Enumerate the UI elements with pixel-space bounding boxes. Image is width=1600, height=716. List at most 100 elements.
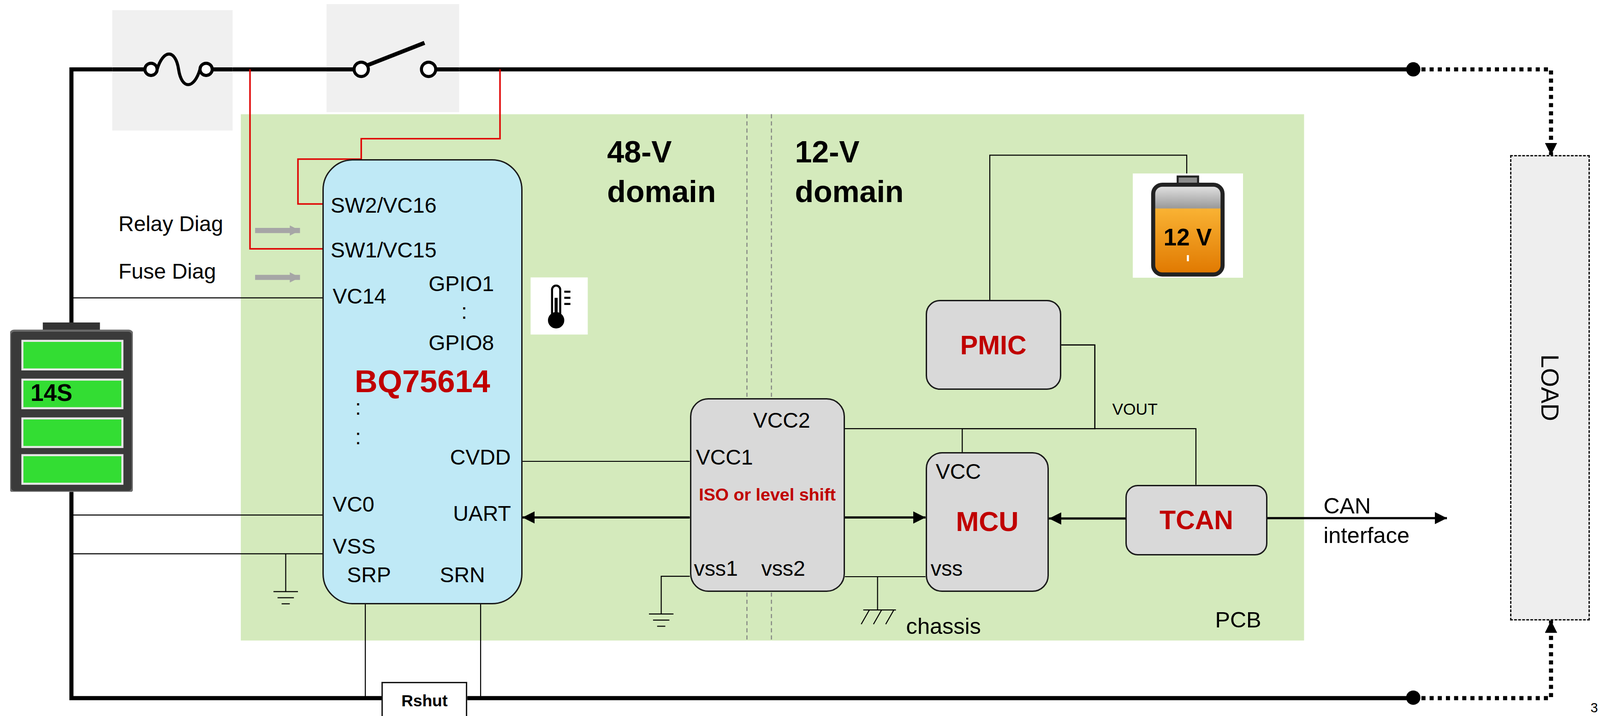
pin-name: SW2/VC16 bbox=[330, 190, 437, 219]
node-text: PMIC bbox=[960, 329, 1027, 361]
connector bbox=[467, 620, 1552, 698]
pcb-ground bbox=[240, 114, 1304, 641]
relay-diag-wire bbox=[361, 69, 500, 160]
connector bbox=[71, 69, 1552, 323]
relay-lead bbox=[326, 67, 355, 72]
battery-body bbox=[10, 330, 133, 493]
wire bbox=[522, 516, 690, 519]
domain-label: 12-V domain bbox=[794, 131, 938, 212]
wire bbox=[467, 695, 1414, 701]
diag-arrow bbox=[255, 227, 300, 233]
thermometer-icon bbox=[548, 285, 571, 328]
ground-bar bbox=[281, 603, 291, 605]
thermometer-mercury bbox=[554, 297, 558, 317]
fuse-element bbox=[157, 53, 201, 85]
fuse-lead bbox=[112, 67, 144, 72]
pin-name: vss1 bbox=[693, 554, 738, 583]
node-text: Rshut bbox=[401, 691, 448, 711]
wire bbox=[844, 516, 926, 519]
pin-name: UART bbox=[452, 499, 512, 528]
terminal-dot bbox=[1406, 62, 1421, 77]
connector bbox=[844, 517, 926, 518]
pin-name: vss bbox=[930, 554, 964, 583]
wire bbox=[844, 576, 926, 577]
node-text: ISO or level shift bbox=[692, 484, 842, 505]
relay-switch-symbol bbox=[326, 42, 460, 77]
chassis-hatch bbox=[861, 609, 870, 625]
pin-name: VCC1 bbox=[695, 443, 754, 471]
wire bbox=[467, 604, 481, 699]
connector bbox=[1061, 344, 1196, 485]
pin-name: VC14 bbox=[332, 281, 387, 310]
pin-name: GPIO1 bbox=[428, 269, 494, 298]
node-text: 14S bbox=[30, 379, 73, 407]
ground-bar bbox=[653, 619, 670, 621]
pin-name: VCC bbox=[935, 457, 982, 486]
pin-name: VC0 bbox=[332, 490, 375, 518]
pin-name: SW1/VC15 bbox=[330, 236, 437, 264]
connector bbox=[844, 576, 926, 577]
can-transceiver-box: TCAN bbox=[1125, 484, 1268, 556]
node-text: 12 V bbox=[1163, 224, 1213, 252]
load-box: LOAD bbox=[1510, 154, 1590, 621]
signal-name: VOUT bbox=[1112, 398, 1158, 420]
diag-arrow bbox=[255, 274, 300, 280]
pin-name: SRN bbox=[440, 560, 486, 589]
battery-mark bbox=[1186, 255, 1189, 262]
interface-label: CAN interface bbox=[1323, 491, 1448, 550]
connector bbox=[522, 517, 690, 518]
connector bbox=[1048, 517, 1126, 519]
terminal-dot bbox=[1406, 690, 1421, 705]
chassis-hatch bbox=[873, 609, 882, 625]
relay-lever bbox=[367, 42, 425, 66]
battery-cell bbox=[22, 455, 123, 484]
sense-wire bbox=[71, 297, 323, 298]
ellipsis-mark: : bbox=[461, 297, 468, 326]
chassis-bar bbox=[863, 609, 897, 611]
wire bbox=[522, 460, 690, 462]
sense-wire bbox=[71, 514, 323, 516]
ground-symbol bbox=[648, 576, 690, 626]
battery-body bbox=[1153, 184, 1223, 275]
page-number: 3 bbox=[1590, 699, 1599, 716]
relay-lead bbox=[435, 67, 460, 72]
ground-symbol bbox=[273, 553, 298, 604]
relay-terminal bbox=[354, 62, 369, 77]
relay-background bbox=[326, 4, 460, 113]
battery-cell bbox=[22, 379, 123, 409]
ground-lead bbox=[661, 576, 690, 614]
thermometer-background bbox=[530, 277, 588, 335]
battery-pack-icon bbox=[10, 322, 133, 492]
diag-label: Relay Diag bbox=[118, 209, 224, 238]
sense-wire bbox=[71, 553, 323, 554]
thermometer-tick bbox=[564, 296, 571, 299]
relay-terminal bbox=[421, 62, 436, 77]
ground-bar bbox=[277, 596, 294, 598]
shunt-resistor: Rshut bbox=[381, 681, 468, 716]
domain-label: 48-V domain bbox=[606, 131, 750, 212]
pin-name: VSS bbox=[332, 531, 376, 560]
node-text: PCB bbox=[1214, 606, 1261, 633]
wire bbox=[1048, 517, 1126, 520]
wire bbox=[71, 69, 1414, 323]
battery-cell bbox=[22, 418, 123, 447]
connector bbox=[365, 604, 382, 699]
pin-name: GPIO8 bbox=[428, 328, 494, 357]
ground-bar bbox=[273, 590, 298, 592]
battery-cell bbox=[22, 340, 123, 370]
chassis-lead bbox=[877, 576, 879, 610]
ground-lead bbox=[285, 553, 286, 592]
pmic-box: PMIC bbox=[925, 299, 1062, 390]
wire bbox=[365, 604, 382, 699]
fuse-lead bbox=[213, 67, 233, 72]
fuse-terminal bbox=[200, 63, 213, 76]
ground-bar bbox=[648, 613, 674, 615]
connector bbox=[522, 460, 690, 462]
pin-name: VCC2 bbox=[753, 406, 811, 435]
fuse-symbol bbox=[112, 53, 233, 85]
